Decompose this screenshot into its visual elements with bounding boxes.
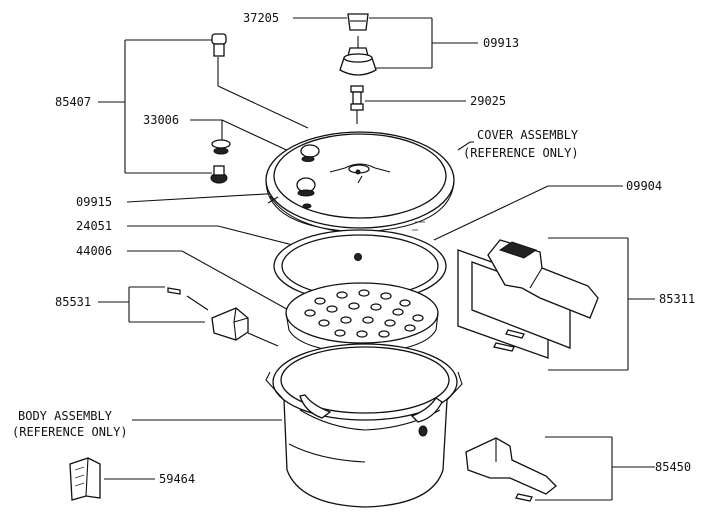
label-09913: 09913 bbox=[483, 36, 519, 50]
label-cover-assembly: COVER ASSEMBLY bbox=[477, 128, 579, 142]
cover-assembly-drawing bbox=[265, 131, 455, 235]
label-85450: 85450 bbox=[655, 460, 691, 474]
label-cover-reference: (REFERENCE ONLY) bbox=[463, 146, 579, 160]
cover-handle-drawing bbox=[457, 239, 599, 359]
label-44006: 44006 bbox=[76, 244, 112, 258]
label-body-assembly: BODY ASSEMBLY bbox=[18, 409, 113, 423]
label-85531: 85531 bbox=[55, 295, 91, 309]
part-33006-gasket bbox=[211, 139, 231, 155]
label-85407: 85407 bbox=[55, 95, 91, 109]
part-labels: 37205 09913 85407 29025 33006 COVER ASSE… bbox=[12, 11, 695, 486]
label-09915: 09915 bbox=[76, 195, 112, 209]
part-09913-regulator bbox=[339, 36, 377, 76]
label-body-reference: (REFERENCE ONLY) bbox=[12, 425, 128, 439]
pot-body-drawing bbox=[265, 343, 463, 508]
sealing-ring-drawing bbox=[273, 229, 447, 303]
instruction-booklet-drawing bbox=[69, 457, 101, 501]
cooking-rack-drawing bbox=[285, 282, 439, 355]
part-29025-vent-pipe bbox=[350, 85, 364, 124]
helper-handle-drawing bbox=[167, 287, 249, 341]
label-29025: 29025 bbox=[470, 94, 506, 108]
part-85407-plug bbox=[210, 33, 228, 184]
leader-lines bbox=[98, 17, 655, 501]
label-59464: 59464 bbox=[159, 472, 195, 486]
body-handle-drawing bbox=[465, 437, 557, 502]
rack-holes bbox=[304, 289, 424, 338]
label-09904: 09904 bbox=[626, 179, 662, 193]
label-85311: 85311 bbox=[659, 292, 695, 306]
part-37205-cap bbox=[347, 13, 369, 31]
label-37205: 37205 bbox=[243, 11, 279, 25]
label-24051: 24051 bbox=[76, 219, 112, 233]
label-33006: 33006 bbox=[143, 113, 179, 127]
